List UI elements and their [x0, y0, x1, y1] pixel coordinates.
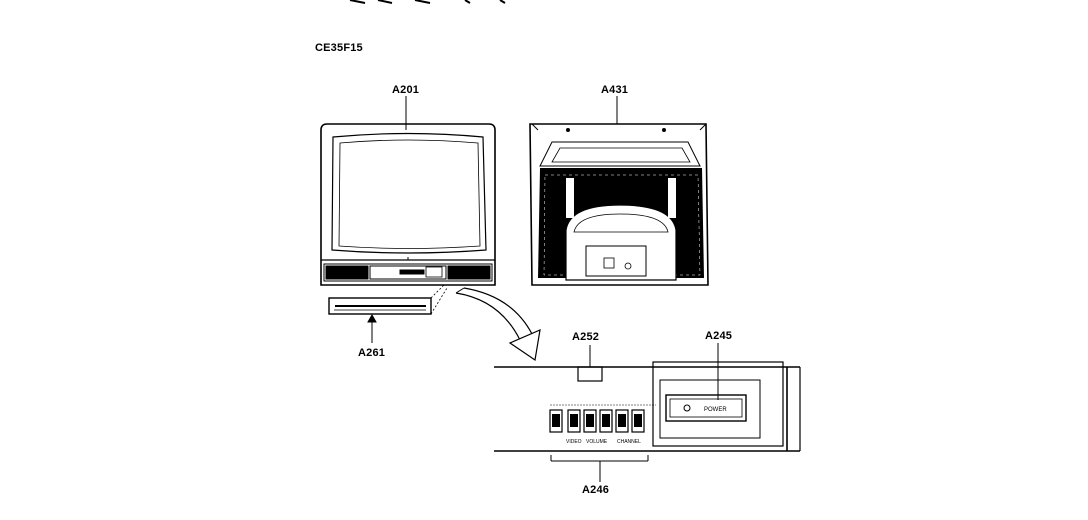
door-part	[328, 284, 448, 315]
model-number: CE35F15	[315, 42, 363, 54]
video-text: VIDEO	[566, 439, 582, 445]
label-rear-cabinet: A431	[601, 84, 629, 96]
label-buttons: A246	[582, 484, 610, 496]
top-edge-marks	[349, 0, 506, 4]
arrow-a261	[367, 313, 377, 343]
rear-tv	[529, 123, 709, 286]
front-tv	[320, 123, 496, 286]
label-front-cabinet: A201	[392, 84, 420, 96]
volume-text: VOLUME	[586, 439, 608, 445]
label-panel: A252	[572, 331, 600, 343]
label-power-switch: A245	[705, 330, 733, 342]
curved-arrow	[455, 287, 541, 362]
channel-text: CHANNEL	[617, 439, 641, 445]
control-panel-detail	[494, 343, 801, 482]
power-text: POWER	[704, 407, 727, 413]
label-door: A261	[358, 347, 386, 359]
